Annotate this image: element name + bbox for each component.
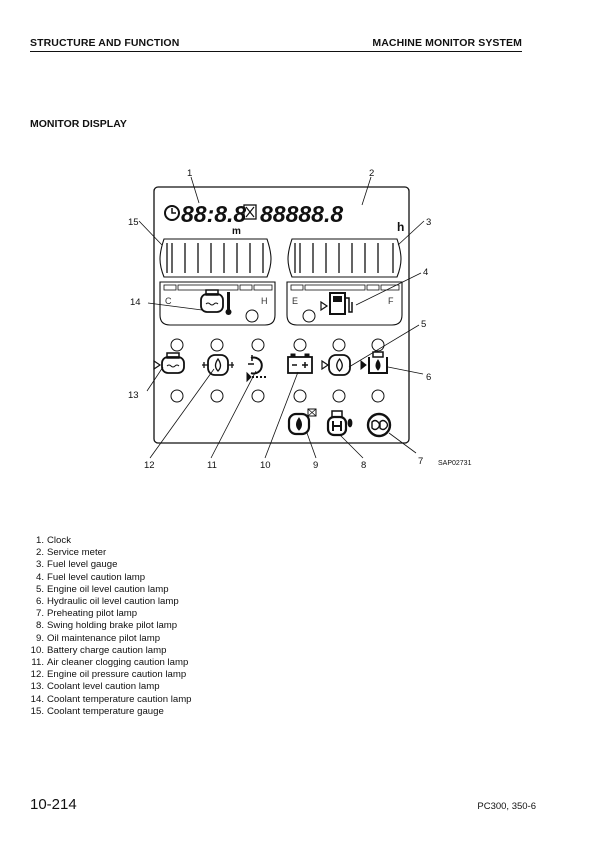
header-rule [30, 51, 522, 52]
coolant-temperature-lamp [245, 309, 259, 323]
callout-5: 5 [421, 319, 426, 330]
coolant-temperature-gauge [159, 238, 272, 278]
header-section-title: STRUCTURE AND FUNCTION [30, 37, 180, 49]
legend-item: 10.Battery charge caution lamp [30, 644, 167, 656]
oil-maintenance-pilot-icon [287, 408, 317, 436]
clock-unit: m [232, 226, 241, 237]
clock-icon [164, 205, 180, 221]
model-number: PC300, 350-6 [477, 801, 536, 812]
callout-8: 8 [361, 460, 366, 471]
callout-leader-lines [138, 176, 425, 459]
monitor-display-diagram: 88:8.8 m 88888.8 h [128, 168, 472, 471]
callout-13: 13 [128, 390, 139, 401]
service-meter-readout: 88888.8 [260, 201, 343, 227]
legend-item: 4.Fuel level caution lamp [35, 571, 146, 583]
legend-item: 2.Service meter [35, 547, 107, 559]
legend-item: 14.Coolant temperature caution lamp [30, 693, 192, 705]
coolant-temperature-caution-icon [200, 289, 232, 315]
callout-11: 11 [207, 460, 217, 471]
callout-2: 2 [369, 168, 374, 179]
legend-list: 1.Clock 2.Service meter 3.Fuel level gau… [28, 535, 192, 718]
legend-item: 3.Fuel level gauge [35, 559, 118, 571]
coolant-temperature-window [159, 281, 276, 326]
clock-readout: 88:8.8 [181, 201, 246, 227]
legend-item: 13.Coolant level caution lamp [30, 681, 160, 693]
hydraulic-oil-level-caution-icon [360, 351, 388, 374]
legend-item: 6.Hydraulic oil level caution lamp [35, 596, 179, 608]
hourglass-icon [243, 204, 257, 220]
engine-oil-pressure-caution-icon [202, 354, 234, 376]
fuel-level-window [286, 281, 403, 326]
legend-item: 11.Air cleaner clogging caution lamp [31, 657, 189, 669]
gauge-hot-label: H [261, 296, 268, 306]
fuel-level-lamp [302, 309, 316, 323]
figure-code: SAP02731 [438, 460, 472, 467]
callout-1: 1 [187, 168, 192, 179]
legend-item: 5.Engine oil level caution lamp [35, 583, 169, 595]
legend-item: 9.Oil maintenance pilot lamp [35, 632, 161, 644]
callout-12: 12 [144, 460, 155, 471]
legend-item: 15.Coolant temperature gauge [30, 705, 164, 717]
monitor-panel [153, 186, 410, 444]
header-chapter-title: MACHINE MONITOR SYSTEM [372, 37, 522, 49]
legend-item: 1.Clock [35, 535, 71, 546]
lower-lamp-row [170, 389, 385, 403]
callout-14: 14 [130, 297, 141, 308]
callout-3: 3 [426, 217, 431, 228]
callout-9: 9 [313, 460, 318, 471]
page-title: MONITOR DISPLAY [30, 118, 127, 130]
service-meter-unit: h [397, 220, 404, 234]
legend-item: 12.Engine oil pressure caution lamp [30, 669, 187, 681]
swing-holding-brake-pilot-icon [326, 410, 353, 437]
coolant-level-caution-icon [153, 352, 185, 374]
gauge-full-label: F [388, 296, 394, 306]
legend-item: 7.Preheating pilot lamp [35, 608, 138, 620]
callout-15: 15 [128, 217, 139, 228]
gauge-cold-label: C [165, 296, 172, 306]
legend-item: 8.Swing holding brake pilot lamp [35, 620, 178, 632]
fuel-pump-icon [320, 292, 353, 315]
battery-charge-caution-icon [287, 353, 313, 374]
engine-oil-level-caution-icon [321, 354, 351, 376]
air-cleaner-clogging-caution-icon [246, 355, 268, 383]
upper-lamp-row [170, 338, 385, 352]
callout-6: 6 [426, 372, 431, 383]
gauge-empty-label: E [292, 296, 298, 306]
callout-10: 10 [260, 460, 271, 471]
callout-7: 7 [418, 456, 423, 467]
fuel-level-gauge [287, 238, 402, 278]
preheating-pilot-icon [366, 412, 392, 438]
callout-4: 4 [423, 267, 428, 278]
page-number: 10-214 [30, 796, 77, 813]
